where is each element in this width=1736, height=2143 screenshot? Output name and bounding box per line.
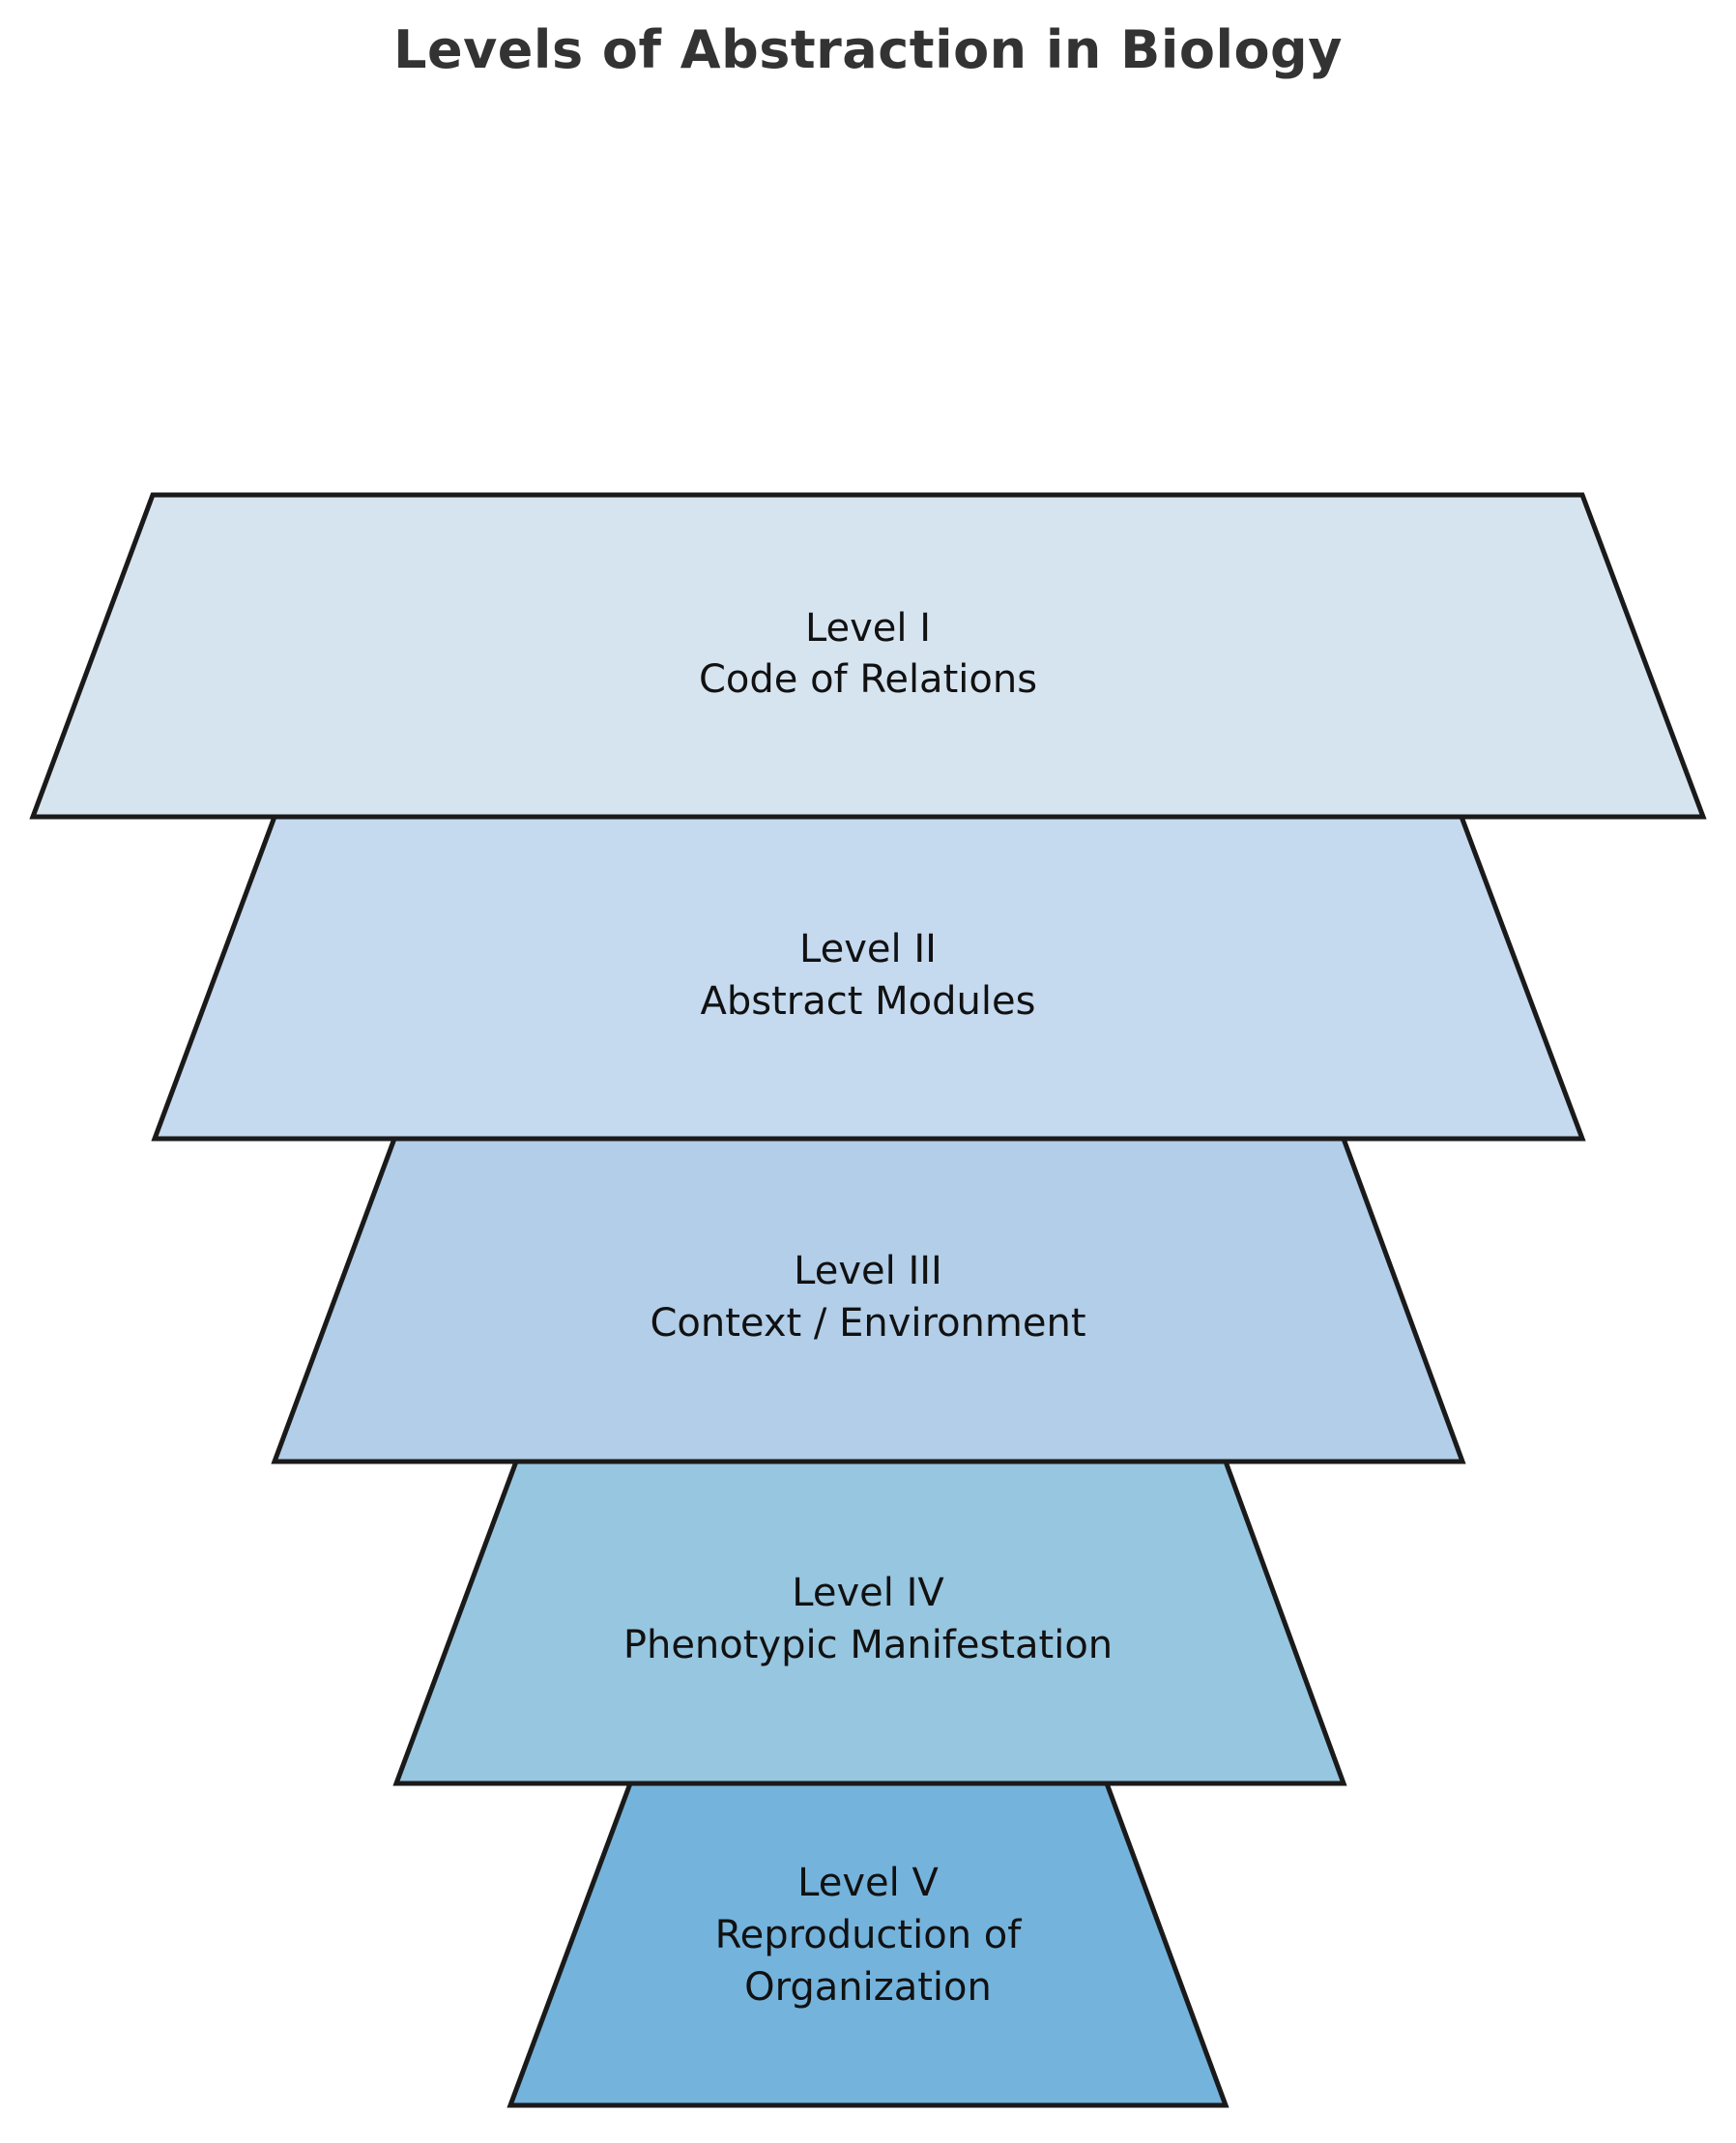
funnel-label-level-2-line-1: Level II bbox=[799, 927, 937, 971]
funnel-shape-level-1[interactable] bbox=[29, 492, 1707, 820]
funnel-label-level-4-line-2: Phenotypic Manifestation bbox=[623, 1623, 1113, 1667]
funnel-label-level-1-line-1: Level I bbox=[805, 606, 931, 651]
funnel-shape-level-5[interactable] bbox=[506, 1781, 1230, 2108]
funnel-segment-level-3[interactable]: Level III Context / Environment bbox=[271, 1136, 1466, 1464]
funnel-label-level-5-line-3: Organization bbox=[744, 1965, 992, 2010]
funnel-label-level-3-line-2: Context / Environment bbox=[650, 1301, 1085, 1346]
funnel-label-level-4-line-1: Level IV bbox=[792, 1571, 944, 1615]
funnel-label-level-1-line-2: Code of Relations bbox=[699, 657, 1037, 702]
funnel-segment-level-2[interactable]: Level II Abstract Modules bbox=[151, 814, 1586, 1142]
funnel-segment-level-1[interactable]: Level I Code of Relations bbox=[29, 492, 1707, 820]
funnel-label-level-5-line-1: Level V bbox=[797, 1861, 939, 1905]
funnel-shape-level-4[interactable] bbox=[392, 1459, 1347, 1786]
funnel-label-level-5-line-2: Reproduction of bbox=[715, 1913, 1023, 1957]
page-title: Levels of Abstraction in Biology bbox=[393, 19, 1343, 80]
funnel-label-level-3-line-1: Level III bbox=[794, 1249, 942, 1293]
funnel-label-level-2-line-2: Abstract Modules bbox=[701, 979, 1036, 1024]
funnel-shape-level-2[interactable] bbox=[151, 814, 1586, 1142]
funnel-shape-level-3[interactable] bbox=[271, 1136, 1466, 1464]
funnel-segment-level-4[interactable]: Level IV Phenotypic Manifestation bbox=[392, 1459, 1347, 1786]
funnel-segment-level-5[interactable]: Level V Reproduction of Organization bbox=[506, 1781, 1230, 2108]
